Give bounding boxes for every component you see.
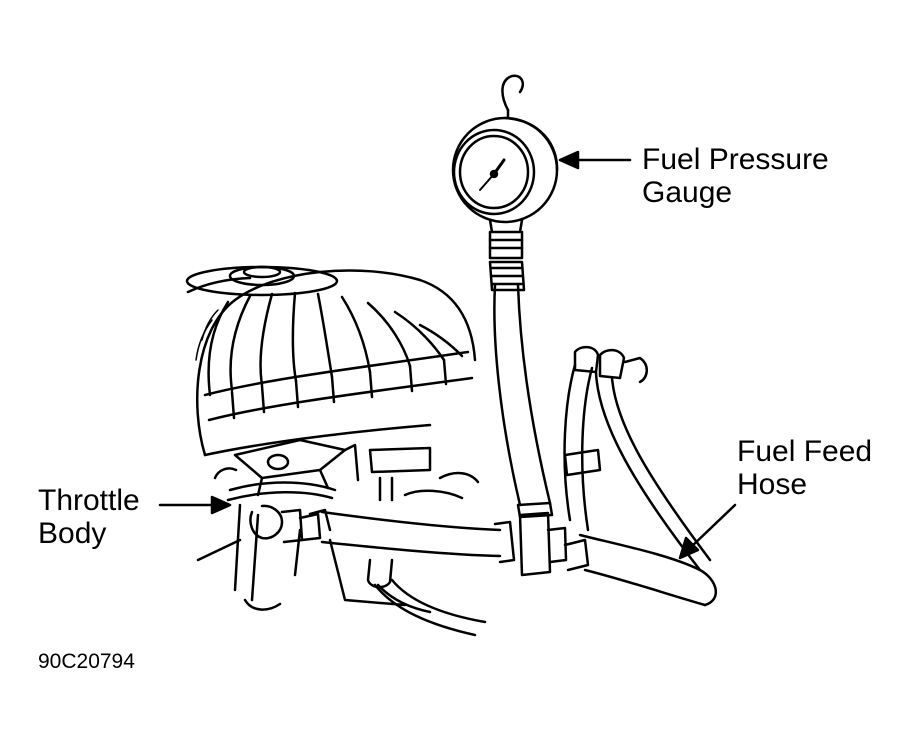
fuel-feed-hose <box>563 345 712 572</box>
label-fuel-pressure-gauge-line2: Gauge <box>642 176 733 209</box>
throttle-body <box>196 438 480 614</box>
hose-arrowhead <box>678 536 700 560</box>
label-fuel-feed-hose: Fuel Feed Hose <box>737 435 872 501</box>
leader-arrows <box>158 150 737 560</box>
fuel-pressure-gauge <box>451 74 559 260</box>
gauge-arrowhead <box>558 150 580 170</box>
fuel-line <box>320 510 516 637</box>
label-fuel-pressure-gauge: Fuel Pressure Gauge <box>642 143 829 209</box>
label-throttle-body-line2: Body <box>38 517 107 550</box>
label-fuel-feed-hose-line2: Hose <box>737 468 808 501</box>
hose-arrow-line <box>688 503 737 550</box>
label-fuel-feed-hose-line1: Fuel Feed <box>737 435 873 468</box>
air-cleaner-housing <box>185 265 477 457</box>
label-throttle-body: Throttle Body <box>38 484 140 550</box>
gauge-hose <box>488 260 552 507</box>
throttle-arrowhead <box>210 495 232 515</box>
label-throttle-body-line1: Throttle <box>38 484 140 517</box>
tee-fitting <box>516 501 717 607</box>
figure-code: 90C20794 <box>38 650 135 673</box>
label-fuel-pressure-gauge-line1: Fuel Pressure <box>642 143 829 176</box>
